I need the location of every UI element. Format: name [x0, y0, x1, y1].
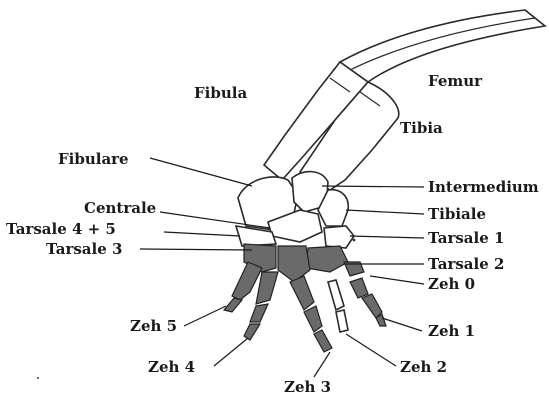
toe-zeh1	[350, 278, 386, 326]
label-fibula: Fibula	[194, 84, 247, 102]
label-centrale: Centrale	[84, 199, 156, 217]
label-tarsale-1: Tarsale 1	[428, 229, 504, 247]
label-zeh-4: Zeh 4	[148, 358, 195, 376]
label-tibia: Tibia	[400, 119, 443, 137]
label-tarsale-4-5: Tarsale 4 + 5	[6, 220, 116, 238]
tarsale2-bone	[306, 246, 348, 272]
tarsale3-bone	[278, 246, 310, 282]
label-tarsale-2: Tarsale 2	[428, 255, 504, 273]
label-zeh-1: Zeh 1	[428, 322, 475, 340]
label-zeh-3: Zeh 3	[284, 378, 331, 396]
label-fibulare: Fibulare	[58, 150, 129, 168]
toe-zeh2	[328, 280, 348, 332]
label-femur: Femur	[428, 72, 483, 90]
label-zeh-2: Zeh 2	[400, 358, 447, 376]
label-intermedium: Intermedium	[428, 178, 539, 196]
label-zeh-5: Zeh 5	[130, 317, 177, 335]
label-tibiale: Tibiale	[428, 205, 486, 223]
tarsale1-bone	[324, 226, 354, 248]
toe-zeh3	[290, 276, 332, 352]
label-zeh-0: Zeh 0	[428, 275, 475, 293]
label-tarsale-3: Tarsale 3	[46, 240, 122, 258]
